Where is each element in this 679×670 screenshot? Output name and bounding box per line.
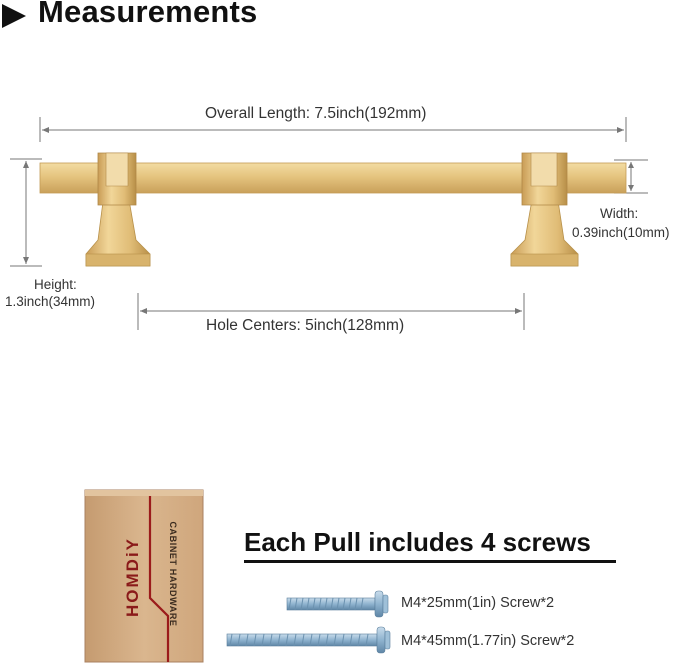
hole-centers-dimension — [137, 293, 525, 330]
box-brand-logo: HOMDiY — [123, 537, 142, 617]
width-dimension — [614, 159, 648, 194]
screw-25mm-image — [286, 590, 389, 618]
width-value: 0.39inch(10mm) — [572, 225, 670, 240]
hole-centers-label: Hole Centers: 5inch(128mm) — [206, 317, 405, 334]
overall-length-dimension — [39, 117, 627, 142]
overall-length-label: Overall Length: 7.5inch(192mm) — [205, 105, 427, 122]
cabinet-pull-image — [39, 152, 627, 267]
screw-25mm-label: M4*25mm(1in) Screw*2 — [401, 595, 555, 611]
height-label: Height: — [34, 277, 77, 292]
screws-heading: Each Pull includes 4 screws — [244, 527, 591, 557]
width-label: Width: — [600, 206, 639, 221]
screw-45mm-label: M4*45mm(1.77in) Screw*2 — [401, 633, 575, 649]
screws-heading-underline — [244, 560, 616, 563]
package-box-image — [84, 489, 204, 663]
screw-45mm-image — [226, 626, 391, 654]
box-subtitle: CABINET HARDWARE — [168, 521, 178, 627]
height-value: 1.3inch(34mm) — [5, 294, 96, 309]
play-triangle-icon — [2, 4, 26, 28]
page-title: Measurements — [38, 0, 258, 29]
height-dimension — [10, 158, 42, 267]
